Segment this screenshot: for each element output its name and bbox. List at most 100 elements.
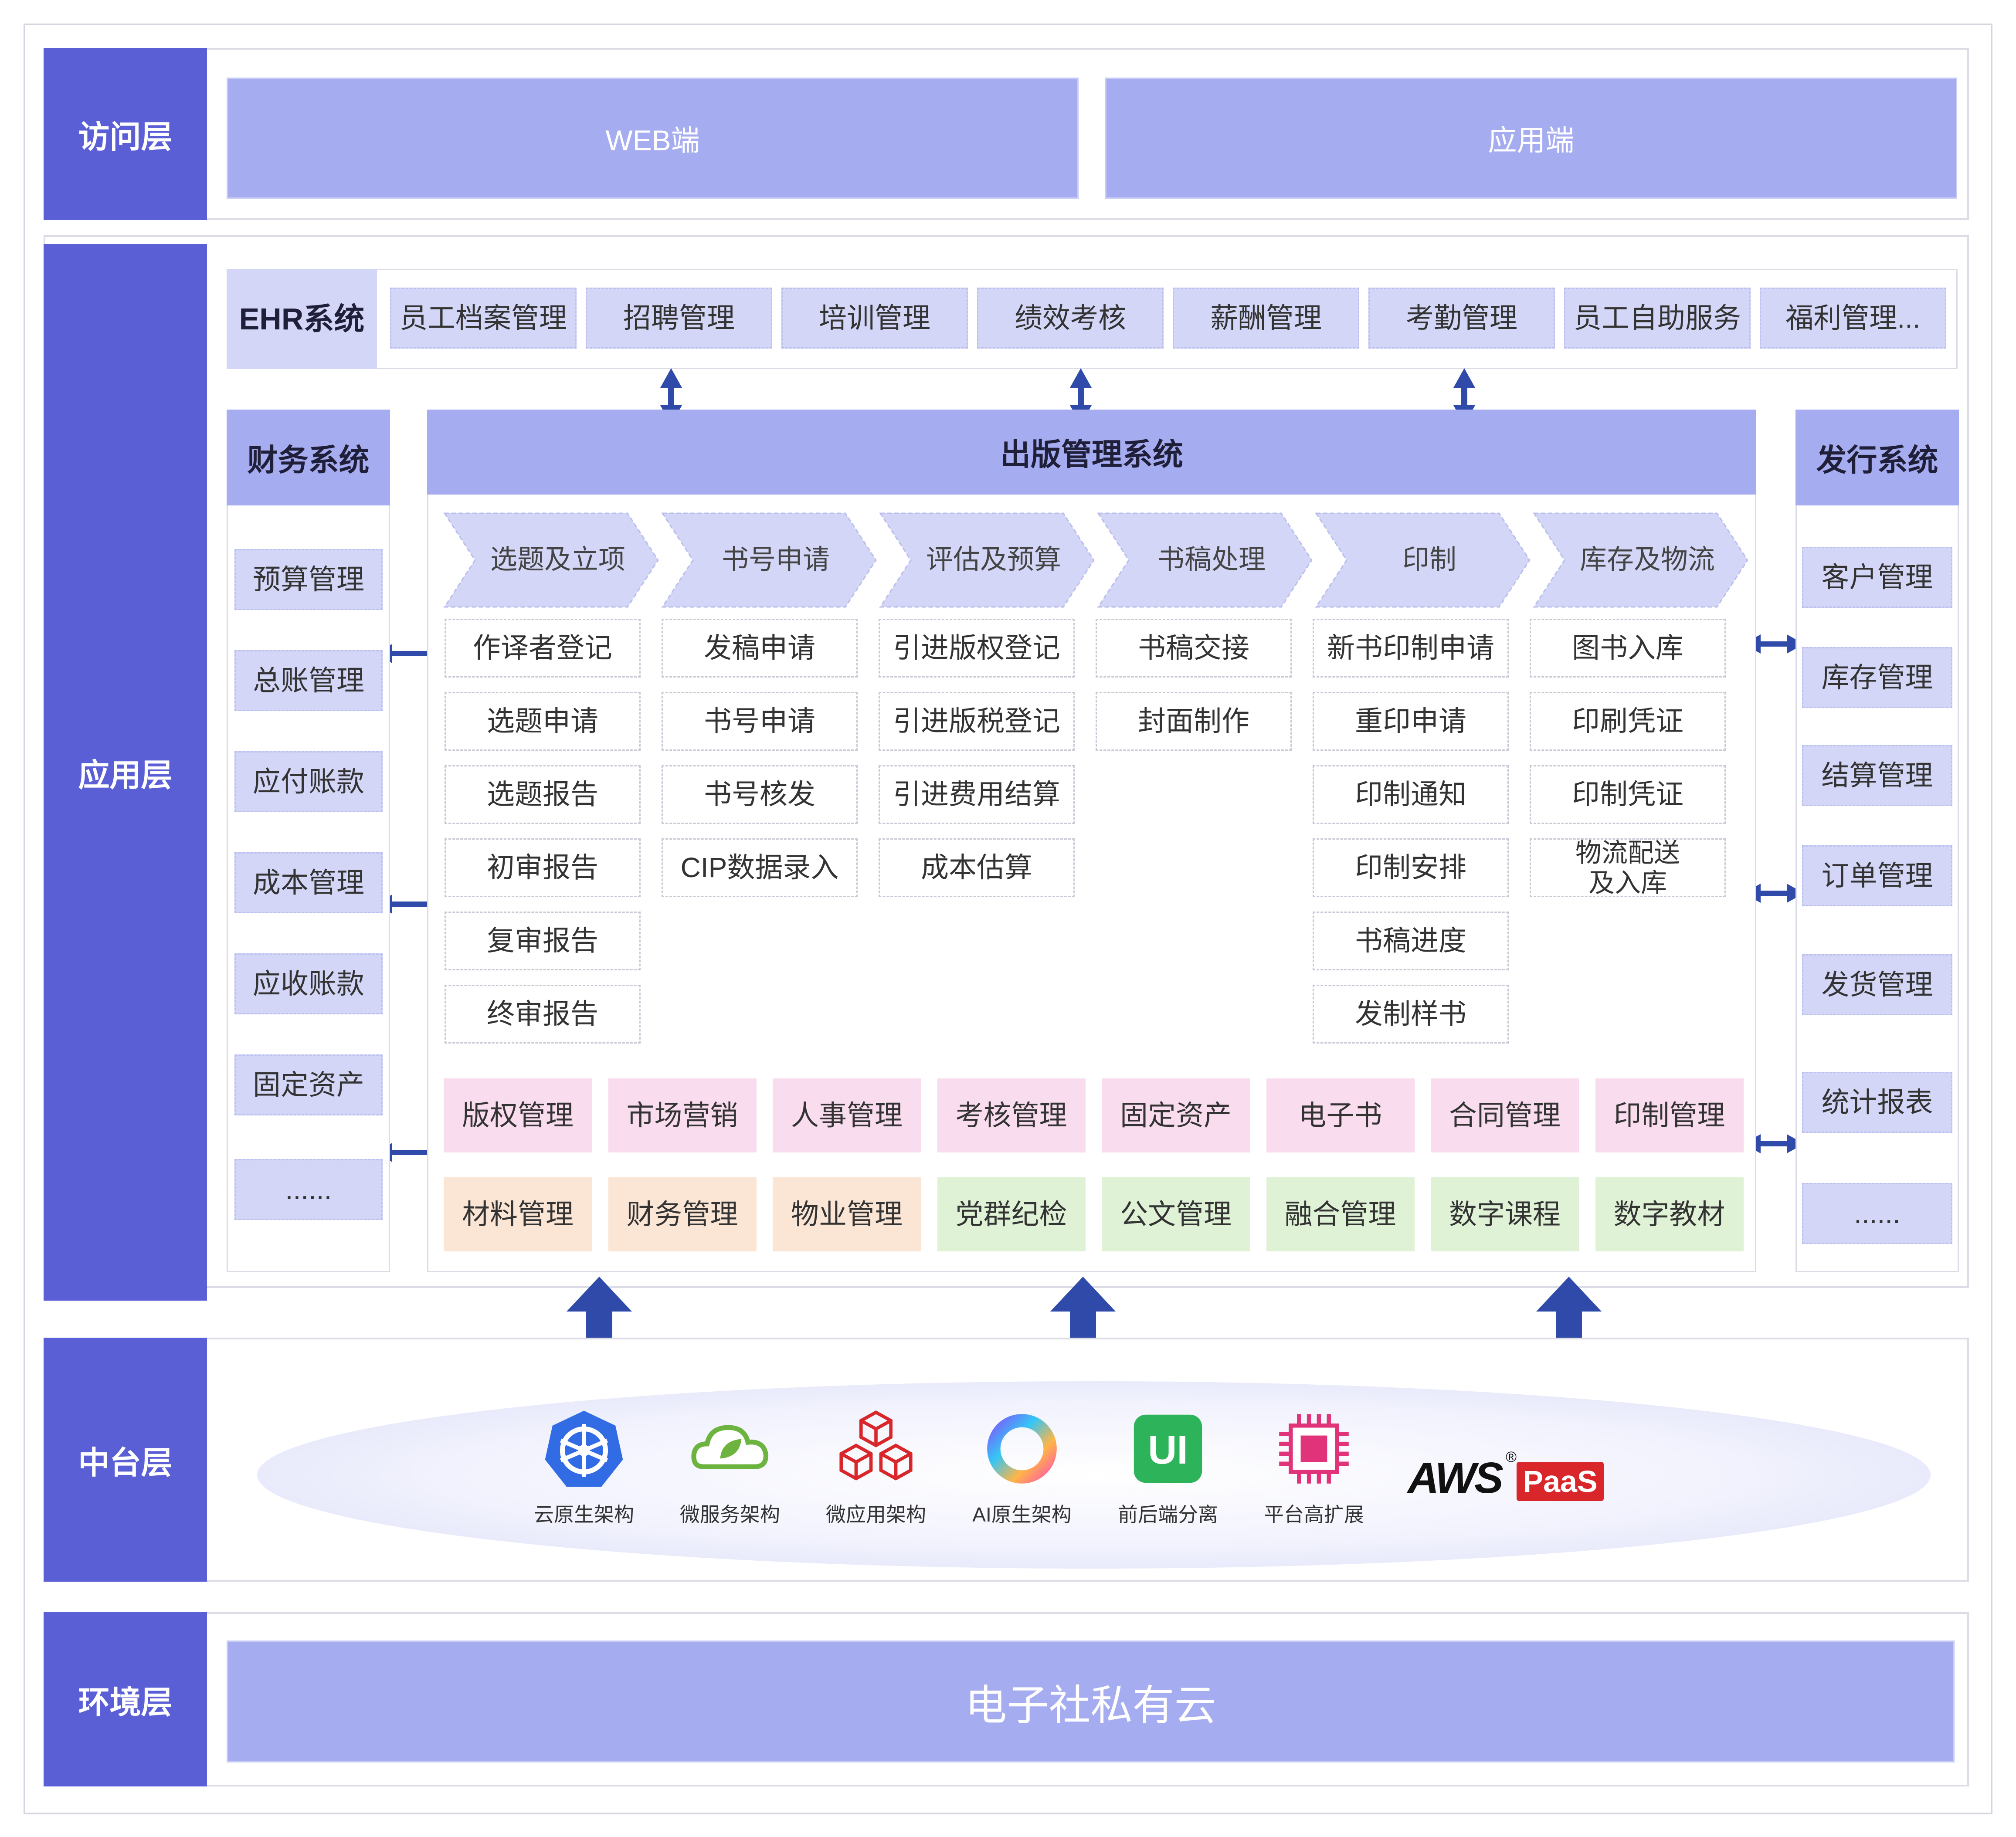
module-item[interactable]: 人事管理: [773, 1078, 921, 1152]
process-item[interactable]: 新书印制申请: [1313, 619, 1509, 678]
process-item[interactable]: 终审报告: [445, 985, 641, 1044]
tech-icon-label: 前后端分离: [1118, 1503, 1218, 1526]
process-item[interactable]: 引进版权登记: [879, 619, 1075, 678]
stage-chevron: [879, 512, 1095, 608]
cloud-ellipse: [257, 1381, 1931, 1569]
distribution-item[interactable]: 库存管理: [1802, 647, 1952, 708]
chip-icon: [1273, 1407, 1355, 1490]
module-item[interactable]: 合同管理: [1431, 1078, 1579, 1152]
process-item[interactable]: 选题申请: [445, 692, 641, 751]
kubernetes-icon: [543, 1407, 625, 1490]
ehr-item[interactable]: 绩效考核: [977, 288, 1164, 349]
finance-item[interactable]: ......: [234, 1159, 383, 1220]
tech-icon-label: 平台高扩展: [1264, 1503, 1364, 1526]
finance-item[interactable]: 应收账款: [234, 953, 383, 1014]
distribution-item[interactable]: 发货管理: [1802, 954, 1952, 1015]
distribution-item[interactable]: 客户管理: [1802, 547, 1952, 608]
ehr-item[interactable]: 员工自助服务: [1564, 288, 1751, 349]
ehr-item[interactable]: 薪酬管理: [1173, 288, 1359, 349]
process-item[interactable]: 选题报告: [445, 765, 641, 824]
module-item[interactable]: 党群纪检: [937, 1177, 1086, 1251]
stage-label: 印制: [1402, 545, 1456, 575]
ehr-item[interactable]: 员工档案管理: [390, 288, 577, 349]
ehr-item[interactable]: 培训管理: [781, 288, 968, 349]
tech-icon-label: 微应用架构: [826, 1503, 926, 1526]
stage-label: 书稿处理: [1157, 545, 1266, 575]
process-item[interactable]: 成本估算: [879, 838, 1075, 897]
module-item[interactable]: 材料管理: [444, 1177, 592, 1251]
app-client-bar: 应用端: [1105, 78, 1957, 199]
module-item[interactable]: 市场营销: [608, 1078, 757, 1152]
process-item[interactable]: 发稿申请: [662, 619, 858, 678]
layer-label-environment: 环境层: [44, 1612, 207, 1786]
up-arrow-icon: [1050, 1277, 1116, 1338]
process-item[interactable]: 封面制作: [1096, 692, 1292, 751]
ehr-item[interactable]: 考勤管理: [1368, 288, 1555, 349]
module-item[interactable]: 公文管理: [1102, 1177, 1250, 1251]
process-item[interactable]: 复审报告: [445, 912, 641, 970]
process-item[interactable]: 印制通知: [1313, 765, 1509, 824]
stage-label: 库存及物流: [1579, 545, 1715, 575]
stage-label: 书号申请: [721, 545, 830, 575]
module-item[interactable]: 融合管理: [1266, 1177, 1415, 1251]
module-item[interactable]: 电子书: [1266, 1078, 1415, 1152]
finance-item[interactable]: 应付账款: [234, 751, 383, 812]
process-item[interactable]: 引进费用结算: [879, 765, 1075, 824]
aws-wordmark: AWS: [1408, 1454, 1504, 1502]
finance-item[interactable]: 固定资产: [234, 1054, 383, 1115]
process-item[interactable]: 印制凭证: [1530, 765, 1726, 824]
stage-chevron: [1097, 512, 1313, 608]
ai-ring-icon: [981, 1407, 1063, 1490]
process-item[interactable]: CIP数据录入: [662, 838, 858, 897]
process-item[interactable]: 印刷凭证: [1530, 692, 1726, 751]
process-stages: [443, 512, 1748, 608]
process-item[interactable]: 物流配送 及入库: [1530, 838, 1726, 898]
module-item[interactable]: 版权管理: [444, 1078, 592, 1152]
tech-icon-label: 云原生架构: [534, 1503, 634, 1526]
svg-text:UI: UI: [1148, 1428, 1188, 1472]
finance-system-title: 财务系统: [227, 410, 390, 505]
process-item[interactable]: 发制样书: [1313, 985, 1509, 1044]
module-item[interactable]: 数字教材: [1595, 1177, 1744, 1251]
aws-paas-logo: AWS ® PaaS: [1408, 1449, 1608, 1505]
module-item[interactable]: 固定资产: [1102, 1078, 1250, 1152]
distribution-item[interactable]: 统计报表: [1802, 1072, 1952, 1133]
up-arrow-icon: [1536, 1277, 1602, 1338]
process-item[interactable]: 书号核发: [662, 765, 858, 824]
process-item[interactable]: 书号申请: [662, 692, 858, 751]
ehr-system-title: EHR系统: [227, 269, 377, 369]
module-item[interactable]: 财务管理: [608, 1177, 757, 1251]
cubes-icon: [835, 1407, 917, 1490]
layer-label-application: 应用层: [44, 244, 207, 1301]
distribution-item[interactable]: ......: [1802, 1183, 1952, 1244]
stage-chevron: [443, 512, 659, 608]
finance-item[interactable]: 总账管理: [234, 650, 383, 711]
ehr-item[interactable]: 招聘管理: [586, 288, 772, 349]
registered-mark: ®: [1506, 1449, 1517, 1465]
process-item[interactable]: 初审报告: [445, 838, 641, 897]
process-item[interactable]: 书稿进度: [1313, 912, 1509, 970]
stage-chevron: [1533, 512, 1748, 608]
process-item[interactable]: 作译者登记: [445, 619, 641, 678]
finance-item[interactable]: 成本管理: [234, 852, 383, 913]
process-item[interactable]: 印制安排: [1313, 838, 1509, 897]
stage-chevron: [661, 512, 877, 608]
layer-label-access: 访问层: [44, 48, 207, 220]
ehr-item[interactable]: 福利管理...: [1760, 288, 1946, 349]
paas-badge: PaaS: [1517, 1462, 1604, 1501]
distribution-item[interactable]: 结算管理: [1802, 745, 1952, 806]
module-item[interactable]: 物业管理: [773, 1177, 921, 1251]
web-client-bar: WEB端: [227, 78, 1079, 199]
module-item[interactable]: 考核管理: [937, 1078, 1086, 1152]
finance-item[interactable]: 预算管理: [234, 549, 383, 610]
stage-label: 评估及预算: [926, 545, 1061, 575]
process-item[interactable]: 书稿交接: [1096, 619, 1292, 678]
ui-icon: UI: [1127, 1407, 1209, 1490]
process-item[interactable]: 图书入库: [1530, 619, 1726, 678]
process-item[interactable]: 重印申请: [1313, 692, 1509, 751]
process-item[interactable]: 引进版税登记: [879, 692, 1075, 751]
tech-icon-label: AI原生架构: [972, 1503, 1072, 1526]
distribution-item[interactable]: 订单管理: [1802, 845, 1952, 906]
module-item[interactable]: 数字课程: [1431, 1177, 1579, 1251]
module-item[interactable]: 印制管理: [1595, 1078, 1744, 1152]
